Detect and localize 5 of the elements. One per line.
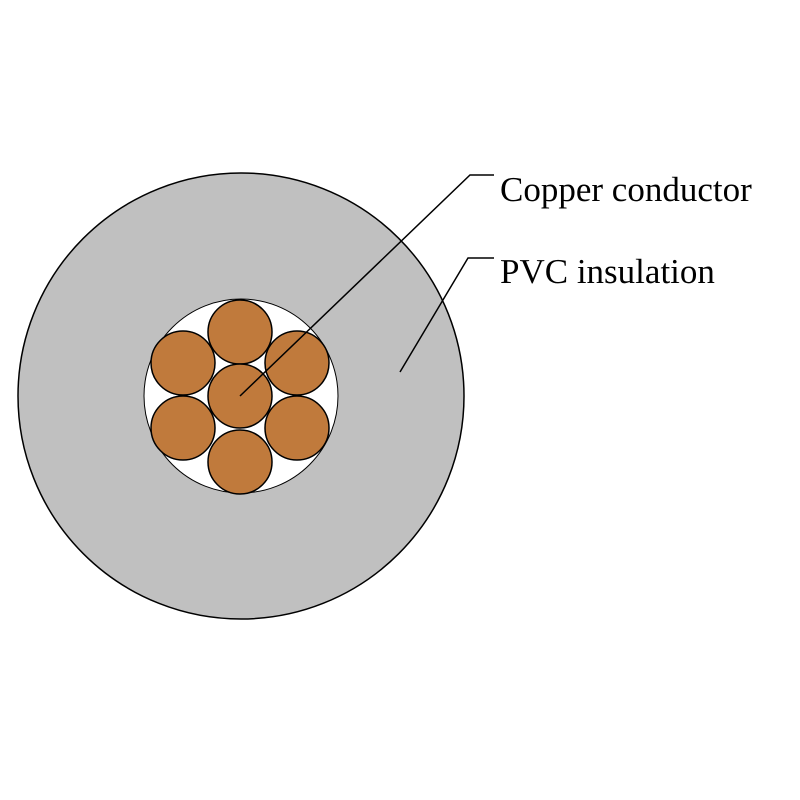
callout-label: Copper conductor	[500, 172, 752, 207]
leader-line	[239, 174, 494, 397]
callout-label: PVC insulation	[500, 254, 715, 289]
leader-line	[399, 257, 494, 372]
insulation-layer	[17, 172, 465, 620]
